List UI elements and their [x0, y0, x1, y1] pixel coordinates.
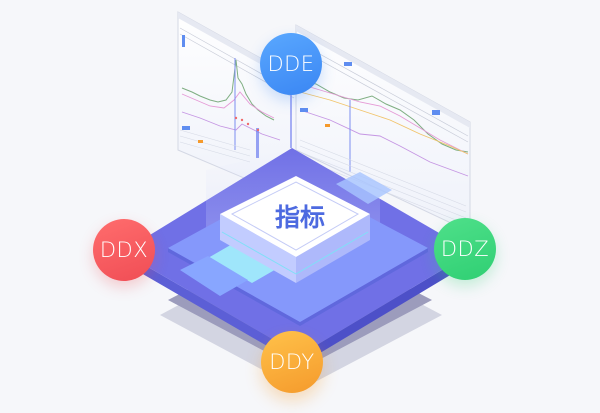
right-panel-blue-button [344, 62, 352, 66]
ddx-badge[interactable]: DDX [93, 219, 155, 281]
left-panel-indicator-line [181, 111, 281, 141]
platform-side-right [300, 252, 472, 365]
chip-side-right [296, 214, 370, 283]
right-panel-ma-line [299, 83, 469, 155]
dde-badge-label: DDE [267, 52, 315, 76]
right-panel-price-line [299, 79, 469, 153]
right-panel-orange-tag [325, 124, 330, 127]
right-panel-ma-line-2 [299, 91, 469, 155]
ddy-badge[interactable]: DDY [261, 331, 323, 393]
chip-top [220, 176, 370, 257]
tile-blue-light [180, 256, 248, 296]
tile-cyan [208, 243, 278, 283]
left-panel-orange-tag [198, 140, 203, 143]
right-panel-toolbar [297, 41, 469, 143]
right-panel-blue-tag [300, 108, 308, 112]
tile-cyan-top [336, 172, 392, 204]
platform-side-left [122, 252, 300, 365]
chip-side-left [220, 214, 296, 283]
indicator-label: 指标 [274, 203, 325, 232]
right-panel-blue-button-2 [432, 110, 440, 115]
left-panel-ma-line [181, 91, 275, 119]
right-panel-indicator-line [299, 109, 469, 177]
left-panel-volume-bar [256, 128, 259, 158]
dde-badge[interactable]: DDE [260, 33, 322, 95]
ddx-badge-label: DDX [99, 238, 149, 262]
ddy-badge-label: DDY [269, 350, 315, 374]
left-panel-red-markers [234, 116, 260, 132]
left-panel-blue-tag [182, 126, 190, 130]
left-panel-tab-marker [182, 35, 185, 47]
left-panel-data-table [179, 129, 251, 163]
chip-glow-line-left [221, 231, 297, 275]
ddz-badge-label: DDZ [440, 237, 490, 261]
ddz-badge[interactable]: DDZ [434, 218, 496, 280]
chip-glow-line-right [295, 231, 369, 275]
chip-top-inner-border [230, 181, 360, 251]
